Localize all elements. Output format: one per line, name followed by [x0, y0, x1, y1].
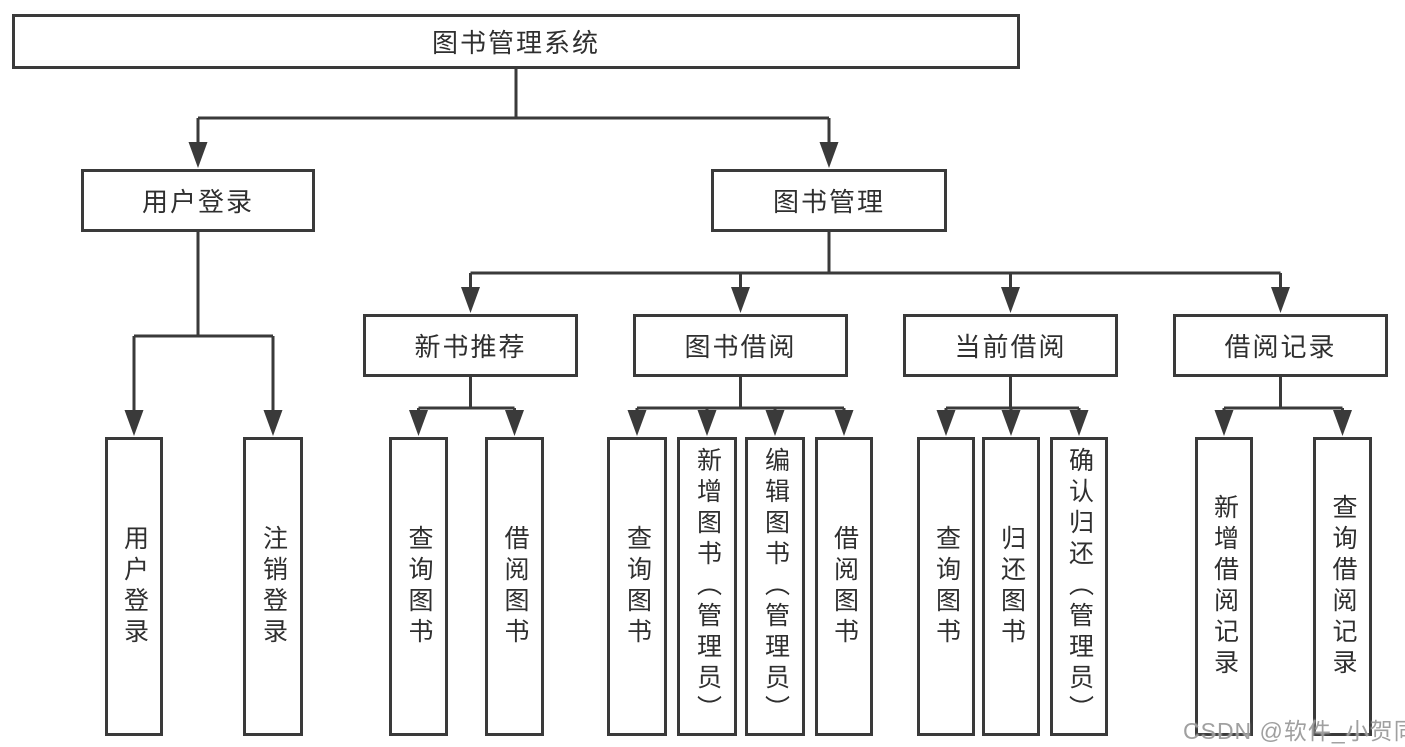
node-borrowing-records: 借阅记录: [1173, 314, 1388, 377]
leaf-user-login: 用户登录: [105, 437, 163, 736]
csdn-watermark: CSDN @软件_小贺同学: [1183, 718, 1405, 744]
leaf-add-borrow-record: 新增借阅记录: [1195, 437, 1253, 736]
node-book-management: 图书管理: [711, 169, 947, 232]
leaf-query-borrow-record: 查询借阅记录: [1313, 437, 1372, 736]
leaf-query-books: 查询图书: [917, 437, 975, 736]
node-library-management-system: 图书管理系统: [12, 14, 1020, 69]
node-new-book-recommendation: 新书推荐: [363, 314, 578, 377]
leaf-return-books: 归还图书: [982, 437, 1040, 736]
node-book-borrowing: 图书借阅: [633, 314, 848, 377]
leaf-query-books: 查询图书: [389, 437, 448, 736]
leaf-confirm-return-admin: 确认归还（管理员）: [1050, 437, 1108, 736]
node-user-login: 用户登录: [81, 169, 315, 232]
leaf-edit-books-admin: 编辑图书（管理员）: [745, 437, 805, 736]
arrowhead-icons: [124, 142, 1352, 436]
leaf-logout: 注销登录: [243, 437, 303, 736]
leaf-borrow-books: 借阅图书: [485, 437, 544, 736]
leaf-add-books-admin: 新增图书（管理员）: [677, 437, 737, 736]
leaf-query-books: 查询图书: [607, 437, 667, 736]
leaf-borrow-books: 借阅图书: [815, 437, 873, 736]
node-current-borrowing: 当前借阅: [903, 314, 1118, 377]
